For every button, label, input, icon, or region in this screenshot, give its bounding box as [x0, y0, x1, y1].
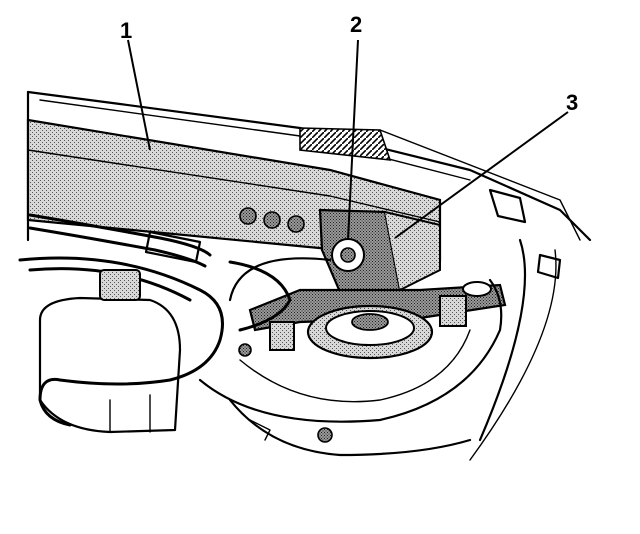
fluid-reservoir: [38, 269, 182, 434]
callout-1-label: 1: [120, 18, 132, 43]
callout-1-leader: [127, 39, 151, 151]
callout-2-leader: [347, 39, 359, 241]
wiring-harness: [18, 213, 292, 427]
callout-3-label: 3: [566, 90, 578, 115]
cowl-panel: [26, 90, 592, 242]
callout-2-label: 2: [350, 12, 362, 37]
strut-mount-plate: [248, 281, 507, 360]
hood-latch-bracket: [488, 188, 562, 280]
fender-edge: [228, 343, 472, 457]
strut-tower: [198, 238, 557, 461]
brace-bracket: [318, 208, 441, 294]
callout-3-leader: [394, 111, 569, 239]
